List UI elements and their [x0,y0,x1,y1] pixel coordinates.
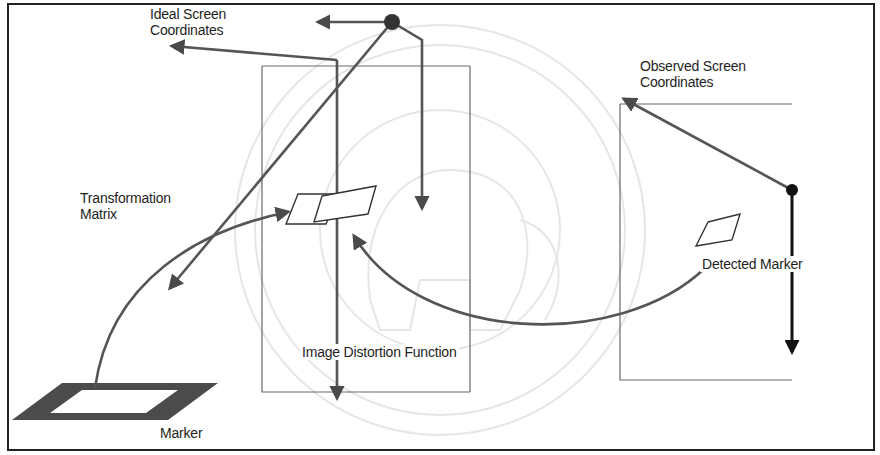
arrow-label: Transformation Matrix [80,190,184,222]
axis-label: Observed Screen Coordinates [640,58,790,90]
camera-axes [170,22,422,288]
marker-label: Detected Marker [700,256,804,272]
detected-marker-shape [696,214,740,246]
observed-screen-plane [620,104,792,380]
camera-centre [384,14,400,30]
arrow-label: Image Distortion Function [300,344,459,360]
marker-inner [50,390,178,413]
watermark-emblem [235,25,645,435]
frame-border [8,4,874,450]
axis-label: Ideal Screen Coordinates [150,6,254,38]
observed-origin [786,184,798,196]
ideal-screen-plane [262,66,470,392]
marker-label: Marker [160,425,202,441]
observed-x-axis [624,99,792,190]
marker-square [12,383,218,420]
undistorted-marker [314,186,376,222]
distortion-arrow [354,236,705,324]
transformation-arrow [95,212,288,388]
